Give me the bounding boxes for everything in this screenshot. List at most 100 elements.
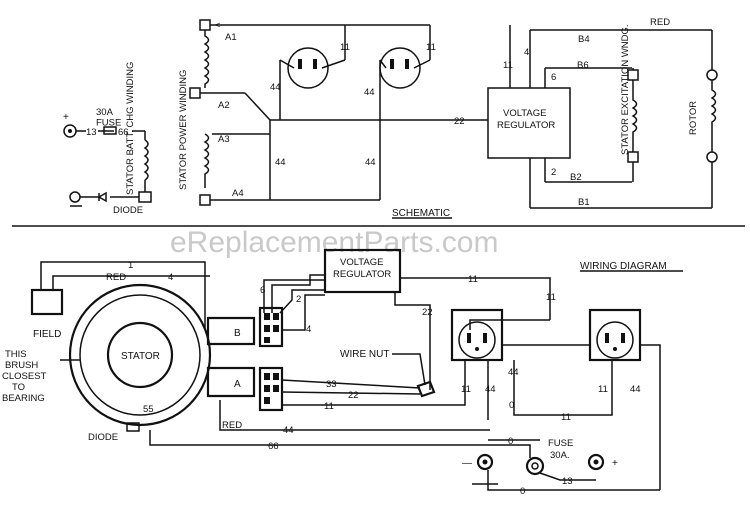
rotor-slipring-top-icon — [706, 69, 718, 81]
wire-label-4a: 4 — [168, 272, 173, 283]
receptacle-2 — [588, 308, 642, 362]
wire-label-0c: 0 — [520, 486, 525, 497]
brush-note-4: TO — [12, 382, 25, 393]
stator-outer-ring — [68, 283, 212, 427]
excitation-label: STATOR EXCITATION WNDG. — [620, 24, 631, 155]
stator-diode-icon — [126, 422, 140, 432]
schematic-diode-label: DIODE — [113, 205, 143, 216]
wire-label-6: 6 — [551, 72, 556, 83]
wire-label-66: 66 — [118, 127, 129, 138]
wire-nut-label: WIRE NUT — [340, 349, 389, 360]
wiring-voltage-regulator — [323, 248, 402, 294]
watermark: eReplacementParts.com — [170, 226, 498, 259]
label-a3: A3 — [218, 134, 230, 145]
wire-label-11a: 11 — [340, 42, 350, 53]
rotor-label: ROTOR — [688, 101, 699, 135]
connector-a — [206, 366, 256, 398]
wire-label-6w: 6 — [260, 285, 265, 296]
wire-nut-icon — [416, 380, 436, 398]
wire-label-13: 13 — [86, 127, 97, 138]
plus-sign: + — [612, 458, 618, 469]
wire-label-4b: 4 — [306, 324, 311, 335]
connector-a1-icon — [199, 19, 211, 31]
field-label: FIELD — [33, 329, 61, 340]
positive-terminal-icon-2 — [587, 453, 605, 471]
stator-core — [106, 321, 174, 389]
label-b6: B6 — [577, 60, 589, 71]
rotor-slipring-bottom-icon — [706, 151, 718, 163]
wire-label-44c: 44 — [275, 157, 286, 168]
stator-label: STATOR — [121, 351, 160, 362]
wire-label-66w: 66 — [268, 441, 279, 452]
brush-note-1: THIS — [5, 349, 27, 360]
vr-label-2: REGULATOR — [497, 120, 555, 131]
fuse-icon — [103, 126, 117, 135]
connector-b-label: B — [234, 328, 241, 339]
connector-a4-icon — [199, 194, 211, 206]
wire-label-44d: 44 — [365, 157, 376, 168]
brush-note-3: CLOSEST — [2, 371, 47, 382]
label-a4: A4 — [232, 188, 244, 199]
negative-terminal-icon-2 — [476, 453, 494, 471]
fuse-rating-label: 30A. — [550, 450, 570, 461]
brush-note-2: BRUSH — [5, 360, 38, 371]
wire-label-55: 55 — [143, 404, 154, 415]
wire-label-2w: 2 — [296, 294, 301, 305]
excitation-winding-coil — [631, 80, 638, 152]
wire-label-11w1: 11 — [468, 274, 478, 285]
svg-text:<: < — [215, 20, 221, 31]
field-brush-holder — [30, 288, 64, 316]
wire-label-44w1: 44 — [485, 384, 496, 395]
wire-label-11b: 11 — [426, 42, 436, 53]
wire-label-22w1: 22 — [422, 307, 433, 318]
red-label-2: RED — [222, 420, 242, 431]
label-a2: A2 — [218, 100, 230, 111]
connector-a-label: A — [234, 379, 241, 390]
wire-label-0a: 0 — [509, 400, 514, 411]
rotor-coil — [710, 80, 717, 152]
batt-connector-icon — [138, 191, 152, 203]
wiring-diode-label: DIODE — [88, 432, 118, 443]
connector-b — [206, 316, 256, 346]
wiring-vr-label-1: VOLTAGE — [340, 257, 383, 268]
minus-sign: — — [462, 458, 472, 469]
wire-label-22w2: 22 — [348, 390, 359, 401]
negative-terminal-icon — [69, 191, 81, 203]
label-b4: B4 — [578, 34, 590, 45]
power-winding-label: STATOR POWER WINDING — [178, 70, 189, 190]
wire-label-11w5: 11 — [598, 384, 608, 395]
wire-label-22: 22 — [454, 116, 465, 127]
label-a1: A1 — [225, 32, 237, 43]
batt-winding-label: STATOR BATT. CHG WINDING — [125, 62, 136, 195]
wire-label-44w3: 44 — [630, 384, 641, 395]
plug-b-icon — [258, 306, 284, 348]
wiring-vr-label-2: REGULATOR — [333, 269, 391, 280]
wire-label-11w2: 11 — [546, 292, 556, 303]
wire-label-11w6: 11 — [561, 412, 571, 423]
wiring-section: WIRING DIAGRAM FIELD THIS BRUSH CLOSEST … — [2, 248, 683, 497]
receptacle-1-outlet-icon — [458, 321, 496, 359]
schematic-receptacle-1 — [279, 25, 346, 120]
wire-label-2: 2 — [551, 167, 556, 178]
receptacle-icon — [287, 47, 329, 89]
connector-a2-icon — [189, 87, 201, 99]
wire-label-13w: 13 — [562, 476, 573, 487]
brush-note-5: BEARING — [2, 393, 45, 404]
diode-icon — [97, 191, 107, 203]
stator-power-winding: STATOR POWER WINDING A1 A2 A3 A4 < — [178, 19, 430, 206]
schematic-voltage-regulator — [487, 87, 571, 159]
positive-sign: + — [63, 112, 69, 123]
receptacle-1 — [450, 308, 504, 362]
wire-label-1: 1 — [128, 260, 133, 271]
red-label-1: RED — [106, 272, 126, 283]
red-label: RED — [650, 17, 670, 28]
fuse-label-w: FUSE — [548, 438, 573, 449]
wire-label-11w3: 11 — [324, 401, 334, 412]
wire-label-33: 33 — [326, 379, 337, 390]
wire-label-44w4: 44 — [283, 425, 294, 436]
wire-label-4: 4 — [524, 47, 529, 58]
